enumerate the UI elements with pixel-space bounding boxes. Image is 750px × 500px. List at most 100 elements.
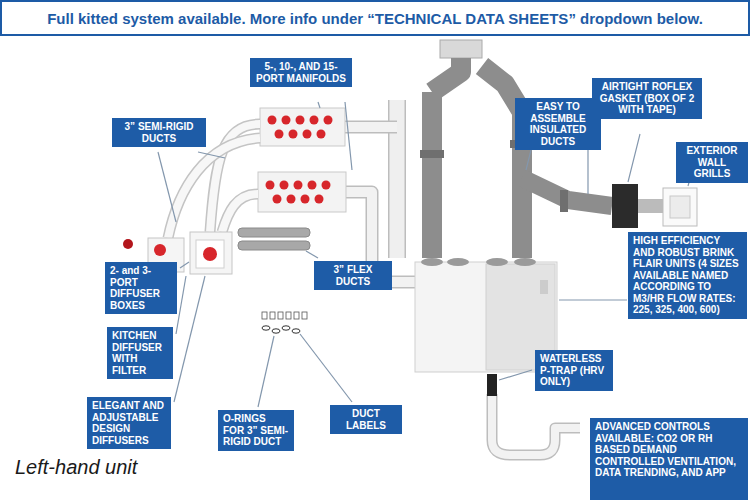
manifold-port bbox=[322, 181, 331, 190]
manifold-port bbox=[268, 116, 277, 125]
leader-line bbox=[180, 262, 189, 268]
callout-text: KITCHEN DIFFUSER WITH FILTER bbox=[112, 330, 168, 376]
semi-rigid-duct bbox=[168, 138, 260, 238]
design-diffuser bbox=[196, 240, 224, 268]
manifold-port bbox=[282, 116, 291, 125]
duct-joint bbox=[560, 190, 568, 212]
callout-box: O-RINGS FOR 3” SEMI-RIGID DUCT bbox=[218, 410, 294, 451]
callout-text: 2- and 3-PORT DIFFUSER BOXES bbox=[110, 265, 172, 311]
callout-text: ADVANCED CONTROLS AVAILABLE: CO2 OR RH B… bbox=[595, 421, 743, 479]
duct-label bbox=[294, 312, 299, 319]
exterior-grill bbox=[663, 188, 697, 226]
manifold-port bbox=[287, 195, 296, 204]
unit-port bbox=[486, 258, 508, 266]
manifold-pipe bbox=[345, 121, 397, 134]
callout-box: ELEGANT AND ADJUSTABLE DESIGN DIFFUSERS bbox=[87, 397, 171, 449]
callout-text: AIRTIGHT ROFLEX GASKET (BOX OF 2 WITH TA… bbox=[597, 81, 697, 116]
manifold-port bbox=[280, 181, 289, 190]
unit-display bbox=[540, 280, 548, 294]
duct-label bbox=[302, 312, 307, 319]
callout-box: 3” FLEX DUCTS bbox=[314, 261, 392, 290]
manifold-ports bbox=[266, 116, 333, 204]
o-ring bbox=[292, 329, 300, 333]
roof-cap bbox=[440, 40, 482, 58]
callout-box: EXTERIOR WALL GRILLS bbox=[676, 142, 748, 183]
callout-box: ADVANCED CONTROLS AVAILABLE: CO2 OR RH B… bbox=[590, 418, 748, 500]
duct-label bbox=[270, 312, 275, 319]
waterless-p-trap bbox=[487, 374, 497, 396]
manifold-port bbox=[273, 195, 282, 204]
unit-port bbox=[514, 258, 536, 266]
leader-line bbox=[318, 102, 320, 108]
manifold-port bbox=[315, 195, 324, 204]
duct-label bbox=[262, 312, 267, 319]
flex-duct bbox=[238, 241, 310, 250]
callout-box: WATERLESS P-TRAP (HRV ONLY) bbox=[535, 350, 613, 391]
unit-handedness-note: Left-hand unit bbox=[15, 456, 137, 479]
manifold-port bbox=[294, 181, 303, 190]
leader-line bbox=[198, 152, 225, 158]
callout-text: HIGH EFFICIENCY AND ROBUST BRINK FLAIR U… bbox=[633, 235, 742, 316]
insulated-duct bbox=[422, 92, 442, 258]
callout-text: 3” FLEX DUCTS bbox=[319, 264, 387, 287]
manifold-port bbox=[289, 130, 298, 139]
callout-box: EASY TO ASSEMBLE INSULATED DUCTS bbox=[515, 98, 601, 150]
o-ring bbox=[272, 329, 280, 333]
drain-pipe bbox=[492, 394, 580, 455]
manifold-port bbox=[324, 116, 333, 125]
manifold-port bbox=[308, 181, 317, 190]
leader-lines bbox=[158, 102, 692, 407]
drain-pipe bbox=[492, 394, 580, 455]
unit-port bbox=[421, 258, 443, 266]
o-rings bbox=[262, 326, 300, 333]
manifold bbox=[260, 108, 345, 146]
duct-joint bbox=[420, 150, 444, 158]
semi-rigid-duct bbox=[222, 194, 258, 232]
callout-box: AIRTIGHT ROFLEX GASKET (BOX OF 2 WITH TA… bbox=[592, 78, 702, 119]
manifold-port bbox=[303, 130, 312, 139]
duct-labels bbox=[262, 312, 307, 319]
manifold-port bbox=[266, 181, 275, 190]
manifold-port bbox=[317, 130, 326, 139]
red-cap bbox=[123, 239, 133, 249]
callout-box: HIGH EFFICIENCY AND ROBUST BRINK FLAIR U… bbox=[628, 232, 747, 319]
callout-box: 2- and 3-PORT DIFFUSER BOXES bbox=[105, 262, 177, 314]
leader-line bbox=[499, 370, 532, 380]
leader-line bbox=[559, 299, 627, 300]
manifold bbox=[258, 172, 346, 212]
semi-rigid-duct bbox=[222, 194, 258, 232]
callout-text: DUCT LABELS bbox=[335, 408, 397, 431]
leader-line bbox=[174, 276, 205, 402]
roflex-gasket bbox=[612, 184, 638, 228]
exterior-grill bbox=[670, 196, 690, 218]
o-ring bbox=[262, 326, 270, 330]
callout-text: EXTERIOR WALL GRILLS bbox=[681, 145, 743, 180]
callout-text: ELEGANT AND ADJUSTABLE DESIGN DIFFUSERS bbox=[92, 400, 166, 446]
o-ring bbox=[282, 326, 290, 330]
callout-text: EASY TO ASSEMBLE INSULATED DUCTS bbox=[520, 101, 596, 147]
callout-text: WATERLESS P-TRAP (HRV ONLY) bbox=[540, 353, 608, 388]
callout-text: O-RINGS FOR 3” SEMI-RIGID DUCT bbox=[223, 413, 289, 448]
leader-line bbox=[628, 134, 640, 182]
leader-line bbox=[587, 146, 588, 194]
unit-port bbox=[447, 258, 469, 266]
semi-rigid-duct bbox=[168, 138, 260, 238]
leader-line bbox=[176, 276, 186, 334]
page-title: Full kitted system available. More info … bbox=[47, 10, 703, 27]
manifold-port bbox=[296, 116, 305, 125]
duct-label bbox=[278, 312, 283, 319]
callout-box: 3” SEMI-RIGID DUCTS bbox=[112, 118, 206, 147]
diffuser-box bbox=[190, 232, 232, 274]
design-diffuser bbox=[203, 247, 217, 261]
callout-text: 5-, 10-, AND 15- PORT MANIFOLDS bbox=[255, 61, 347, 84]
leader-line bbox=[158, 152, 176, 222]
leader-line bbox=[345, 102, 352, 170]
manifold-port bbox=[301, 195, 310, 204]
manifold-port bbox=[275, 130, 284, 139]
leader-line bbox=[300, 334, 352, 402]
leader-line bbox=[306, 251, 318, 258]
callout-box: DUCT LABELS bbox=[330, 405, 402, 434]
title-banner: Full kitted system available. More info … bbox=[0, 0, 750, 36]
leader-line bbox=[258, 336, 274, 407]
